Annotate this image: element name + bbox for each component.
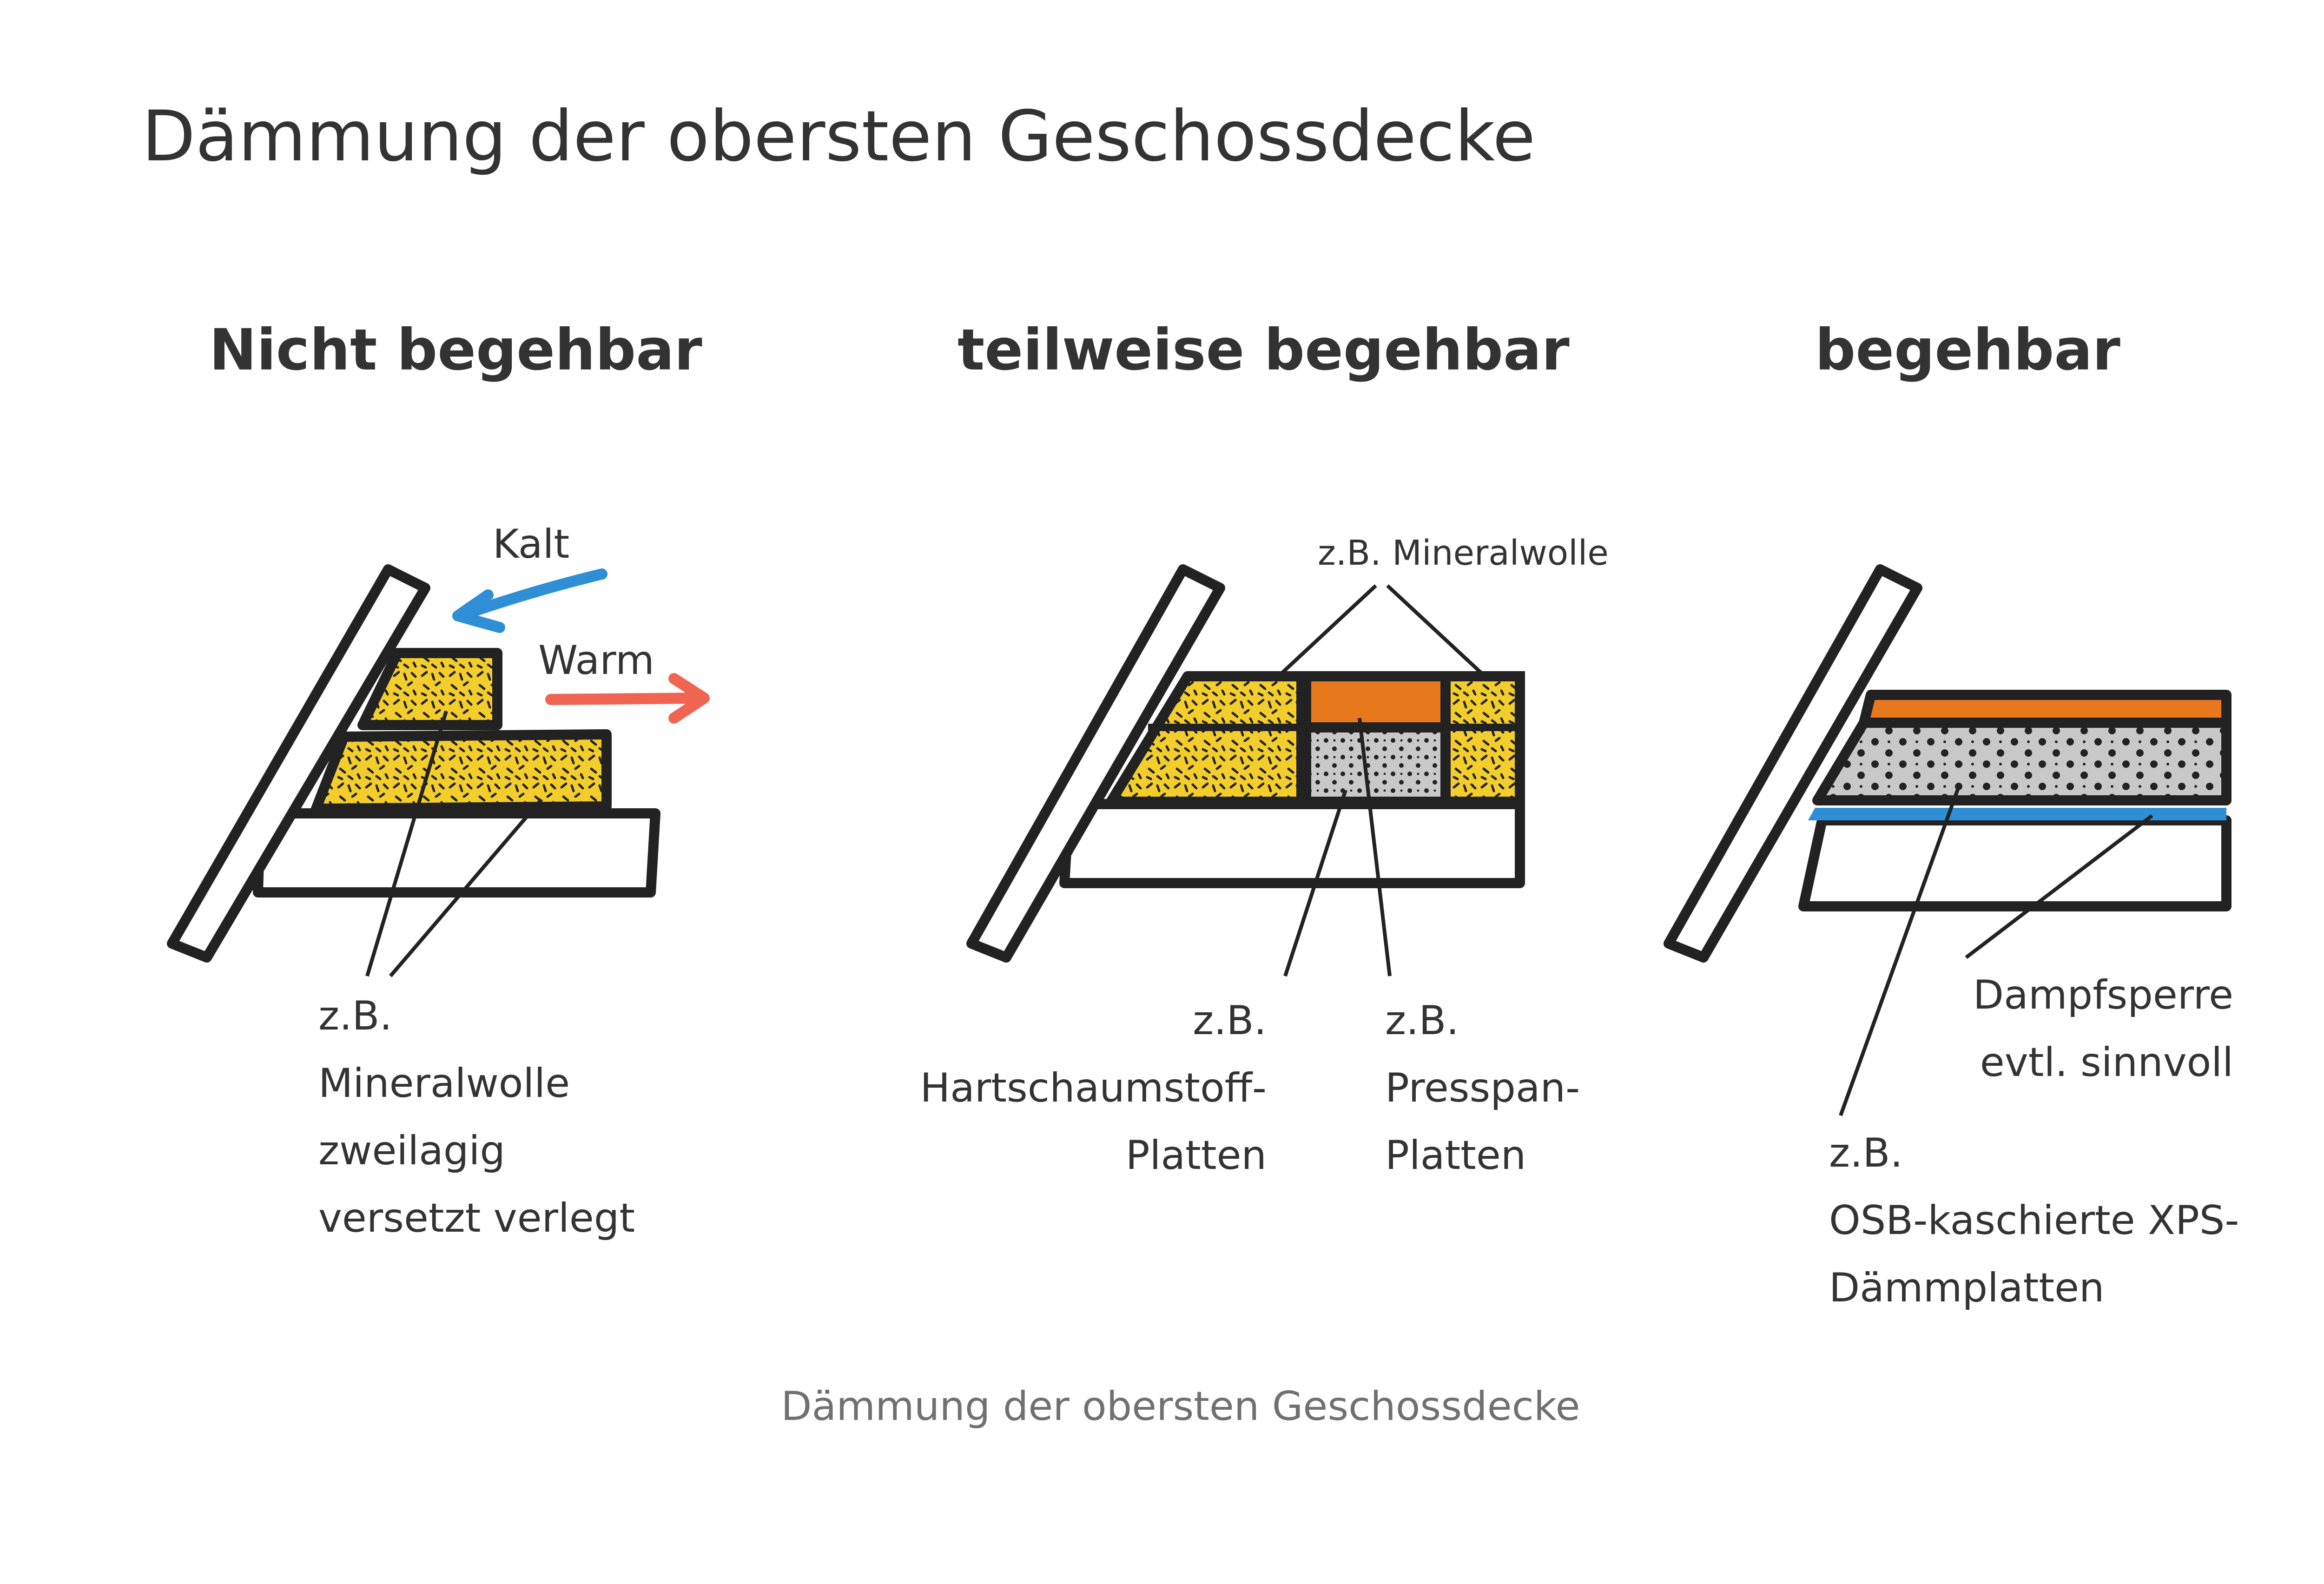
leader-line	[365, 710, 448, 977]
ceiling-slab	[253, 808, 660, 898]
leader-line	[1839, 785, 1961, 1116]
leader-line	[1965, 814, 2153, 959]
label-line: Hartschaumstoff-	[920, 1065, 1267, 1111]
label-line: Platten	[1385, 1132, 1526, 1179]
mineral-wool-upper-layer	[357, 648, 502, 730]
label-line: versetzt verlegt	[318, 1195, 635, 1241]
label-line: Dampfsperre	[1973, 972, 2233, 1018]
osb-board	[1859, 690, 2232, 728]
xps-insulation	[1812, 718, 2232, 805]
figure-caption: Dämmung der obersten Geschossdecke	[781, 1383, 1580, 1430]
leader-line	[1358, 718, 1392, 977]
panel-partially-walkable: teilweise begehbar z.B. Mineralwolle z.B…	[920, 317, 1609, 1179]
label-line: z.B.	[318, 993, 392, 1039]
label-line: z.B.	[1193, 997, 1267, 1044]
roof-rafter	[966, 564, 1225, 963]
ceiling-slab	[1059, 799, 1525, 888]
pressboard-panel	[1301, 722, 1451, 807]
leader-line	[1274, 584, 1377, 680]
top-label: z.B. Mineralwolle	[1318, 533, 1609, 573]
roof-rafter	[1664, 564, 1922, 963]
panel-not-walkable: Nicht begehbar Kalt Warm z.B. Mineralwol…	[167, 317, 710, 1241]
label-line: Presspan-	[1385, 1065, 1580, 1111]
leader-line	[1386, 584, 1489, 680]
leader-line	[1283, 789, 1347, 977]
warm-label: Warm	[538, 637, 654, 684]
label-line: z.B.	[1829, 1130, 1903, 1176]
panel-heading-walkable: begehbar	[1815, 317, 2120, 383]
label-line: OSB-kaschierte XPS-	[1829, 1197, 2239, 1244]
panel-heading-partially-walkable: teilweise begehbar	[957, 317, 1570, 383]
ceiling-slab	[1798, 815, 2232, 911]
page-title: Dämmung der obersten Geschossdecke	[142, 96, 1536, 177]
label-line: Platten	[1126, 1132, 1267, 1179]
cold-arrow-icon	[462, 568, 607, 619]
panel-heading-not-walkable: Nicht begehbar	[209, 317, 702, 383]
label-line: Mineralwolle	[318, 1060, 570, 1107]
label-line: evtl. sinnvoll	[1980, 1039, 2233, 1086]
cold-arrow-head-icon	[452, 589, 505, 633]
warm-arrow-icon	[545, 693, 703, 705]
warm-arrow-head-icon	[668, 673, 710, 724]
label-line: zweilagig	[318, 1128, 505, 1174]
cold-label: Kalt	[493, 521, 569, 568]
mineral-wool-lower-layer	[311, 729, 612, 814]
roof-rafter	[167, 564, 430, 963]
label-line: z.B.	[1385, 997, 1459, 1044]
label-line: Dämmplatten	[1829, 1265, 2105, 1311]
panel-walkable: begehbar Dampfsperre evtl. sinnvoll z.B.…	[1664, 317, 2239, 1311]
vapour-barrier	[1808, 808, 2226, 820]
rigid-foam-strip	[1301, 671, 1451, 733]
leader-line	[389, 798, 543, 977]
mineral-wool-right	[1440, 671, 1525, 807]
